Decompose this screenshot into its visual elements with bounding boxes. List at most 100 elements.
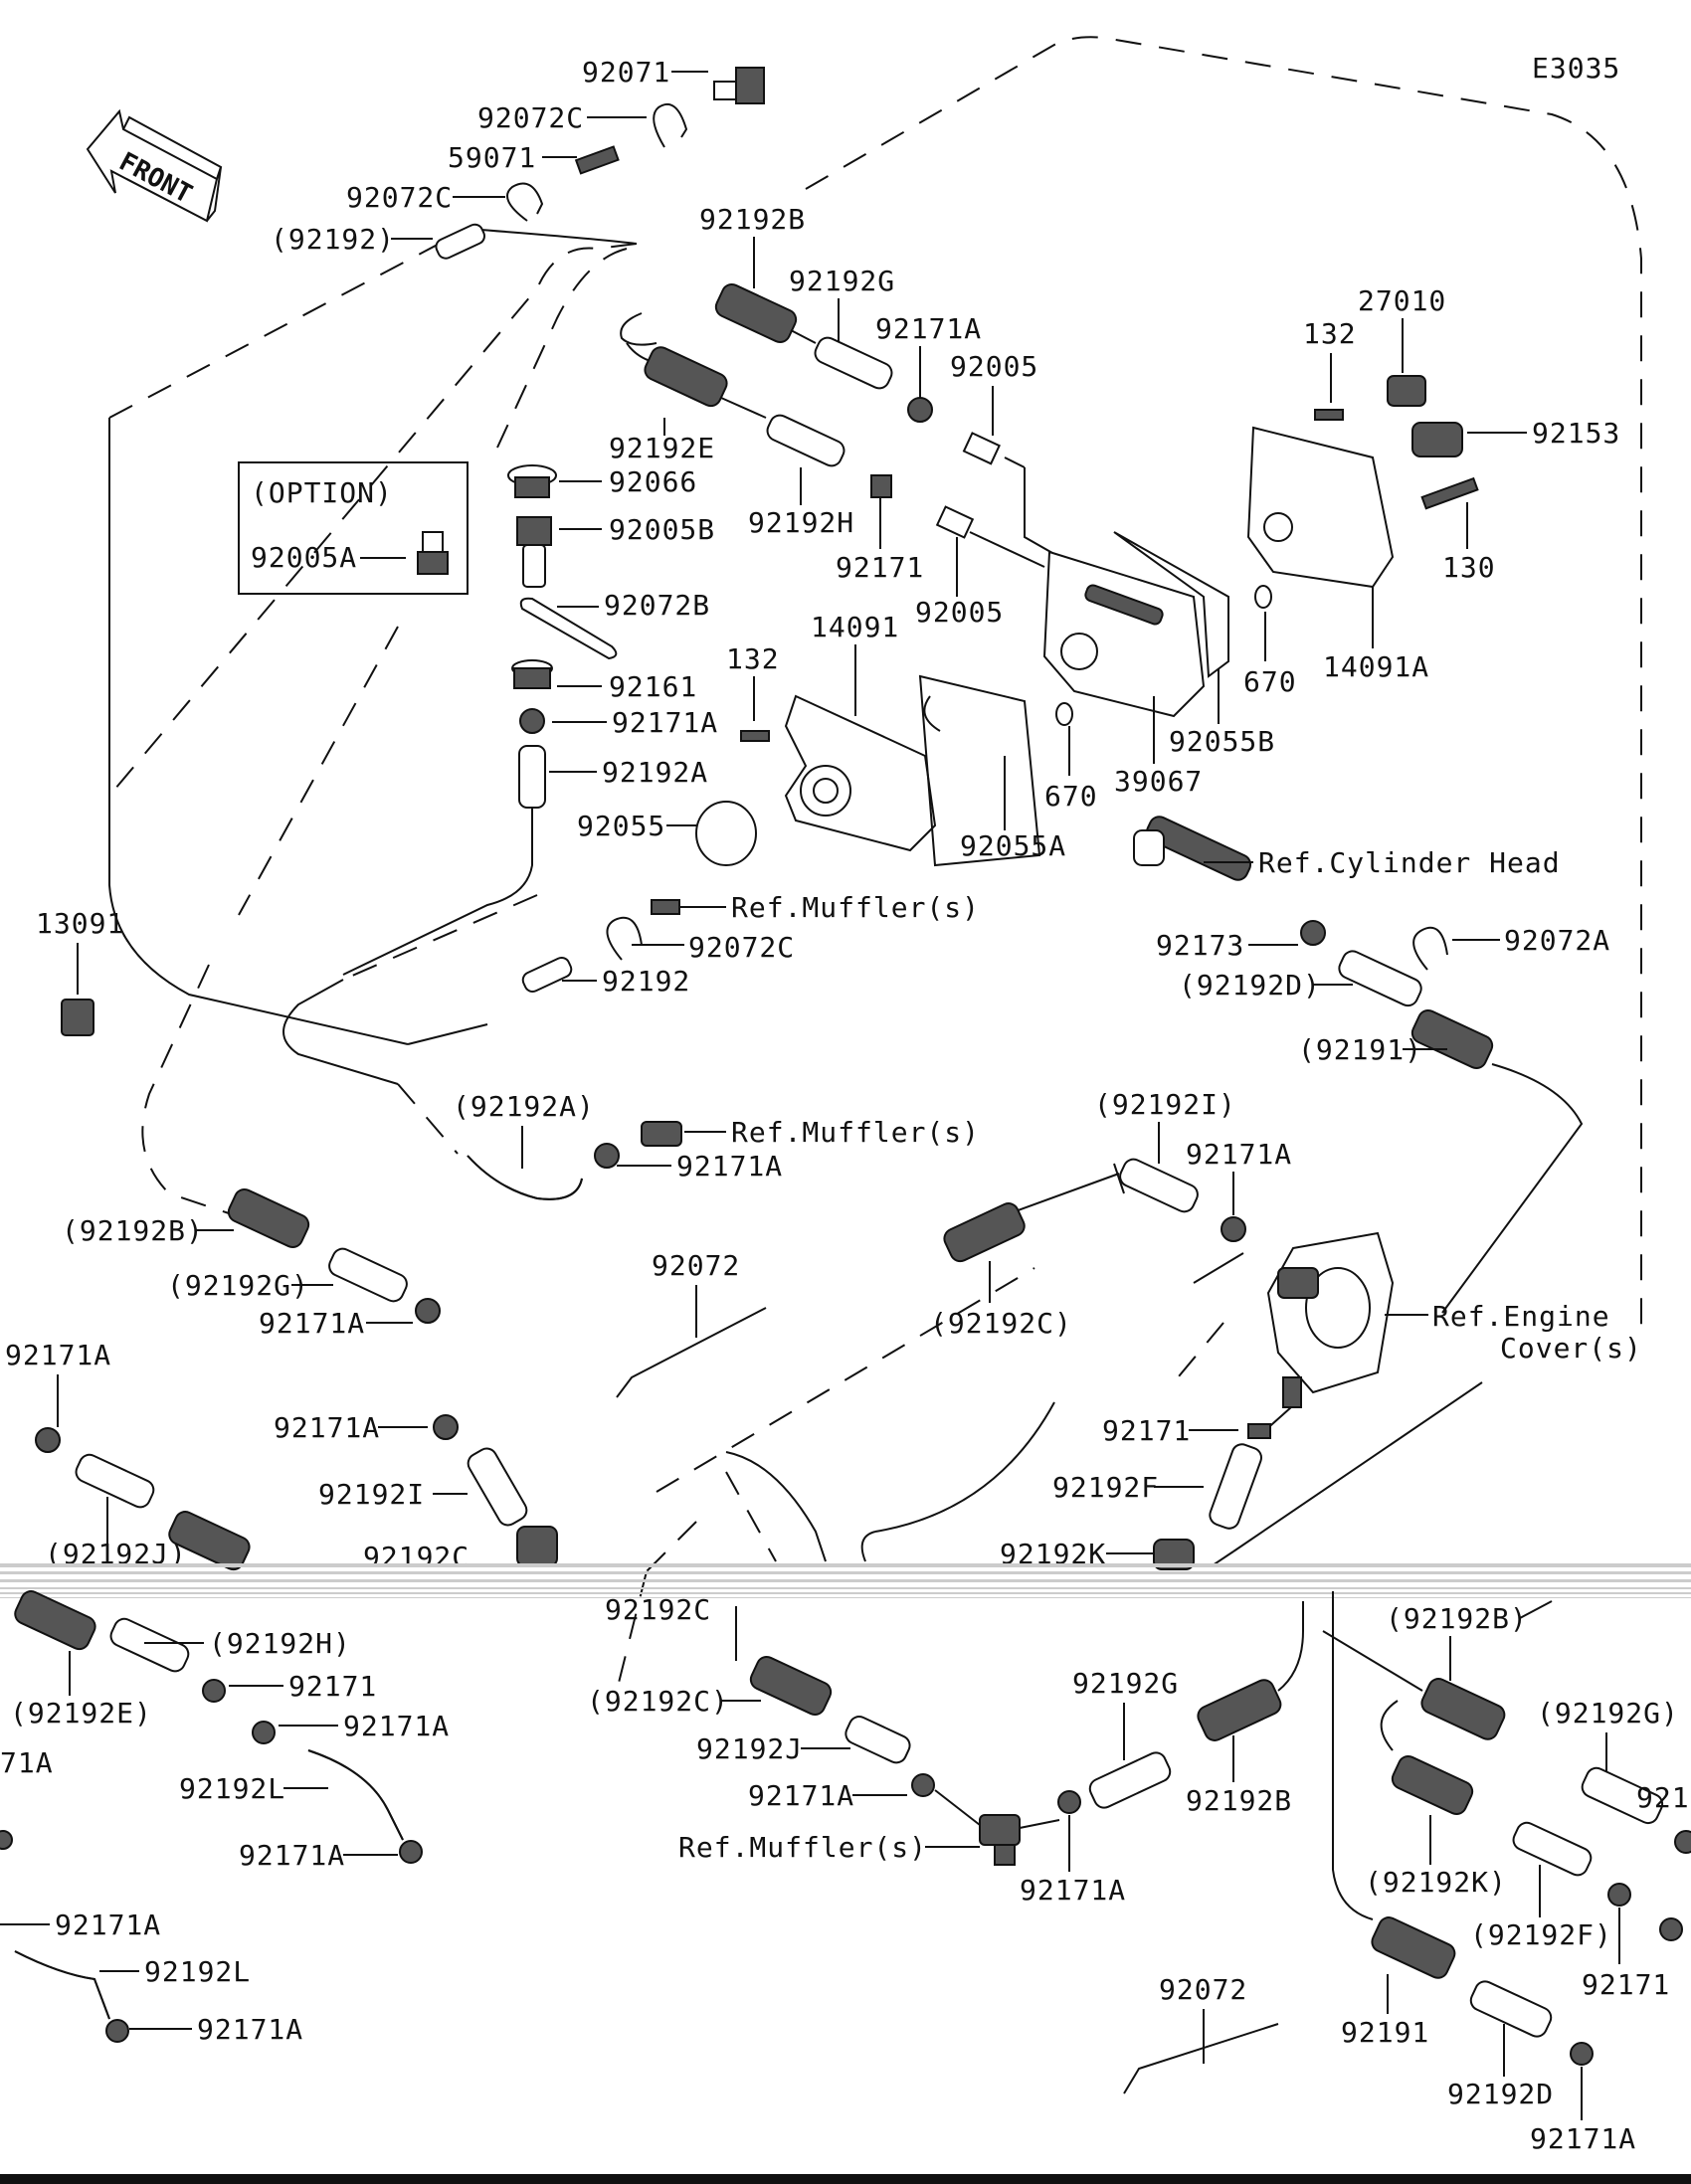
gasket-92055A bbox=[918, 674, 1041, 867]
hose-92192I bbox=[1119, 1158, 1199, 1213]
label-92072C-c: 92072C bbox=[688, 931, 795, 964]
clip-icon bbox=[653, 102, 688, 148]
hose-92192G-b bbox=[1088, 1751, 1172, 1809]
label-92171A-m: 92171A bbox=[1020, 1874, 1126, 1907]
label-92072C-b: 92072C bbox=[346, 181, 453, 214]
label-92192H-a: 92192H bbox=[748, 506, 854, 539]
clamp-92171A-k bbox=[105, 2019, 129, 2043]
cover-14091A bbox=[1246, 426, 1395, 589]
label-27010: 27010 bbox=[1358, 284, 1446, 317]
scan-noise-band bbox=[0, 1563, 1691, 1598]
label-92192I-p: (92192I) bbox=[1094, 1088, 1236, 1121]
clamp-icon-b bbox=[519, 708, 545, 734]
clip-92072A bbox=[1412, 926, 1448, 971]
label-132-a: 132 bbox=[726, 642, 780, 675]
clamp-92171A-d bbox=[1221, 1216, 1246, 1242]
label-13091: 13091 bbox=[36, 907, 124, 940]
spring-92192B-p bbox=[227, 1187, 310, 1249]
hose-92192A-bent bbox=[467, 1155, 583, 1200]
option-box: (OPTION) 92005A bbox=[238, 461, 469, 595]
nipple-ref-a bbox=[651, 899, 680, 915]
clip-92072C-c bbox=[606, 916, 643, 961]
label-92192I: 92192I bbox=[318, 1478, 425, 1511]
label-ref-engine-2: Cover(s) bbox=[1500, 1332, 1642, 1365]
label-14091A: 14091A bbox=[1323, 650, 1429, 683]
label-92171A-g: 92171A bbox=[274, 1411, 380, 1444]
label-92066: 92066 bbox=[609, 465, 697, 498]
bolt-132-a bbox=[740, 730, 770, 742]
spring-left-e bbox=[14, 1590, 96, 1651]
label-92005B: 92005B bbox=[609, 513, 715, 546]
fitting-92005-b bbox=[935, 505, 1045, 568]
spring-92192B-b bbox=[1197, 1679, 1282, 1741]
hose-92192H-p bbox=[109, 1617, 190, 1673]
clamp-92171-c bbox=[202, 1679, 226, 1703]
label-92072B: 92072B bbox=[604, 589, 710, 622]
option-title: (OPTION) bbox=[251, 476, 393, 509]
outline-lines bbox=[108, 36, 1642, 1692]
spring-cut-k bbox=[1153, 1539, 1195, 1570]
hose-92192A bbox=[518, 745, 546, 809]
fitting-92005-a bbox=[962, 432, 1060, 558]
label-92192F-p: (92192F) bbox=[1470, 1918, 1612, 1951]
clamp-92171A-n bbox=[1570, 2042, 1594, 2066]
label-92072-a: 92072 bbox=[652, 1249, 740, 1282]
label-132-b: 132 bbox=[1303, 317, 1357, 350]
label-92171-a: 92171 bbox=[836, 551, 924, 584]
spring-icon-e bbox=[644, 346, 728, 408]
strap-icon bbox=[519, 597, 618, 660]
label-92055: 92055 bbox=[577, 810, 665, 842]
pin-icon bbox=[574, 145, 620, 175]
label-92192G-a: 92192G bbox=[789, 265, 895, 297]
sensor-icon bbox=[713, 67, 765, 104]
oring-670-b bbox=[1254, 585, 1272, 609]
hose-92192D-b bbox=[1469, 1980, 1553, 2038]
label-ref-cyl: Ref.Cylinder Head bbox=[1258, 846, 1561, 879]
label-92192B-a: 92192B bbox=[699, 203, 806, 236]
label-92192G-p2: (92192G) bbox=[1537, 1697, 1679, 1729]
nipple-ref-b bbox=[641, 1121, 682, 1147]
tie-92072-a bbox=[616, 1307, 767, 1398]
label-14091: 14091 bbox=[811, 611, 899, 643]
label-92071: 92071 bbox=[582, 56, 670, 89]
label-ref-muffler-a: Ref.Muffler(s) bbox=[731, 891, 980, 924]
spring-92192C-p bbox=[943, 1202, 1026, 1263]
hose-icon bbox=[435, 223, 485, 260]
label-ref-muffler-c: Ref.Muffler(s) bbox=[678, 1831, 927, 1864]
clamp-92173 bbox=[1300, 920, 1326, 946]
cover-assembly bbox=[695, 426, 1395, 867]
label-92153: 92153 bbox=[1532, 417, 1620, 450]
clamp-edge-right bbox=[1674, 1830, 1691, 1854]
spring-92192K-p bbox=[1391, 1754, 1474, 1816]
clamp-92171A-l bbox=[911, 1773, 935, 1797]
bottom-strip bbox=[0, 2174, 1691, 2184]
lower-section: (92192E) (92192H) 92171 92171A 71A 92192… bbox=[0, 1590, 1691, 2155]
clamp-92171A-i bbox=[399, 1840, 423, 1864]
clamp-92171A-c bbox=[594, 1143, 620, 1169]
label-92171A-e: 92171A bbox=[259, 1307, 365, 1340]
label-92192C-p2: (92192C) bbox=[587, 1685, 729, 1718]
label-92171-c: 92171 bbox=[288, 1670, 377, 1703]
hose-92192D bbox=[1338, 950, 1422, 1007]
label-71A: 71A bbox=[0, 1746, 54, 1779]
nut-icon bbox=[61, 999, 94, 1036]
label-92171A-a: 92171A bbox=[875, 312, 982, 345]
label-92192D-p: (92192D) bbox=[1179, 969, 1321, 1001]
hose-92192G bbox=[814, 336, 893, 390]
hose-92192F bbox=[1209, 1443, 1262, 1530]
label-92171A-l: 92171A bbox=[748, 1779, 854, 1812]
tie-92072-b bbox=[1123, 2023, 1279, 2094]
hose-92192-mid bbox=[521, 957, 573, 993]
clamp-92171-d bbox=[1607, 1883, 1631, 1907]
label-92192A: 92192A bbox=[602, 756, 708, 789]
label-92192H-p: (92192H) bbox=[209, 1627, 351, 1660]
cover-39067 bbox=[1042, 550, 1206, 718]
clamp-edge bbox=[0, 1830, 13, 1850]
elbow-icon bbox=[870, 474, 892, 498]
label-92171A-c: 92171A bbox=[676, 1150, 783, 1183]
label-92192K-p: (92192K) bbox=[1365, 1866, 1507, 1899]
label-92171-b: 92171 bbox=[1102, 1414, 1191, 1447]
tee-fitting bbox=[979, 1814, 1021, 1866]
clamp-icon bbox=[907, 397, 933, 423]
label-92192E-p: (92192E) bbox=[10, 1697, 152, 1729]
